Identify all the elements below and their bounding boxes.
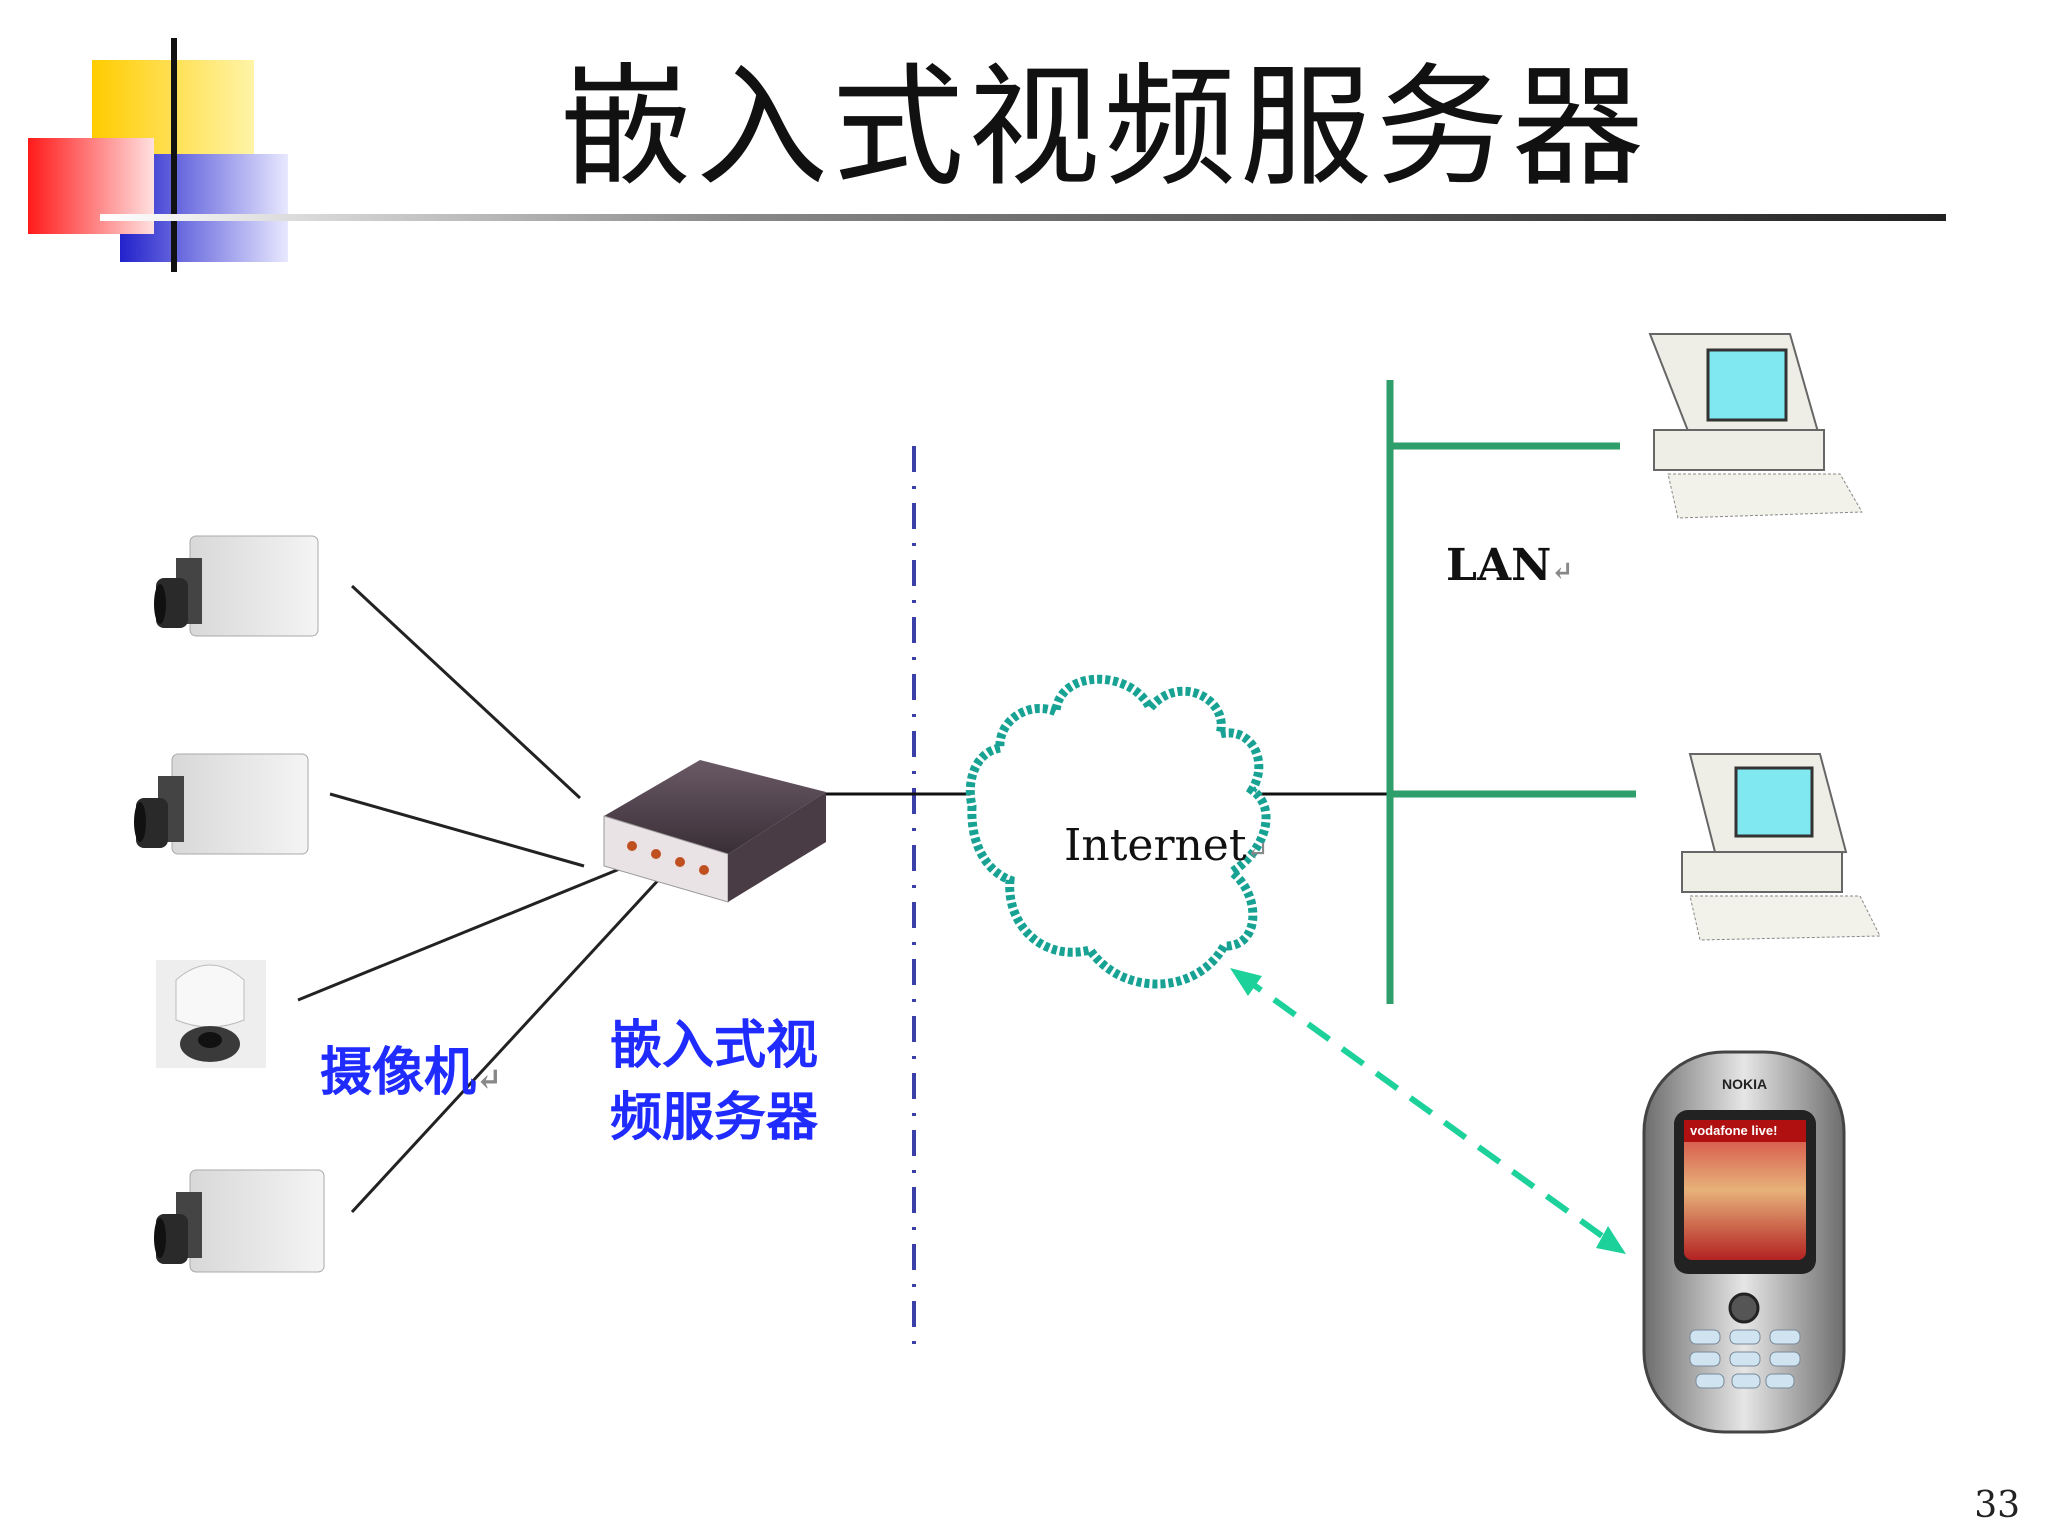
internet-cloud bbox=[965, 674, 1271, 989]
mobile-link-arrow bbox=[1230, 968, 1626, 1254]
box-camera-3 bbox=[154, 1169, 325, 1273]
internet-label-text: Internet bbox=[1064, 820, 1247, 871]
video-server-label-line1: 嵌入式视 bbox=[610, 1015, 819, 1076]
computer-1 bbox=[1648, 333, 1863, 519]
box-camera-1 bbox=[154, 535, 319, 637]
video-server-label-line2: 频服务器 bbox=[610, 1087, 819, 1148]
camera-label: 摄像机↵ bbox=[320, 1030, 502, 1105]
box-camera-2 bbox=[134, 753, 309, 855]
video-server-label: 嵌入式视 频服务器 bbox=[610, 1010, 818, 1154]
dome-camera bbox=[156, 960, 266, 1068]
camera-label-text: 摄像机 bbox=[320, 1042, 477, 1103]
lan-label-return-mark: ↵ bbox=[1551, 556, 1574, 587]
camera-links bbox=[297, 584, 664, 1214]
camera-label-return-mark: ↵ bbox=[476, 1062, 503, 1098]
internet-label: Internet↵ bbox=[1064, 820, 1269, 871]
lan-label: LAN↵ bbox=[1446, 540, 1573, 591]
slide-title: 嵌入式视频服务器 bbox=[560, 51, 1648, 205]
video-server-device bbox=[603, 760, 826, 903]
internet-label-return-mark: ↵ bbox=[1246, 836, 1269, 867]
lan-label-text: LAN bbox=[1446, 540, 1552, 591]
title-underline bbox=[100, 214, 1946, 221]
phone-screen-label: vodafone live! bbox=[1690, 1123, 1778, 1138]
mobile-phone bbox=[1642, 1050, 1846, 1434]
lan-backbone bbox=[1386, 380, 1636, 1004]
computer-2 bbox=[1681, 753, 1881, 941]
phone-brand-label: NOKIA bbox=[1722, 1076, 1768, 1092]
page-number: 33 bbox=[1974, 1485, 2020, 1526]
